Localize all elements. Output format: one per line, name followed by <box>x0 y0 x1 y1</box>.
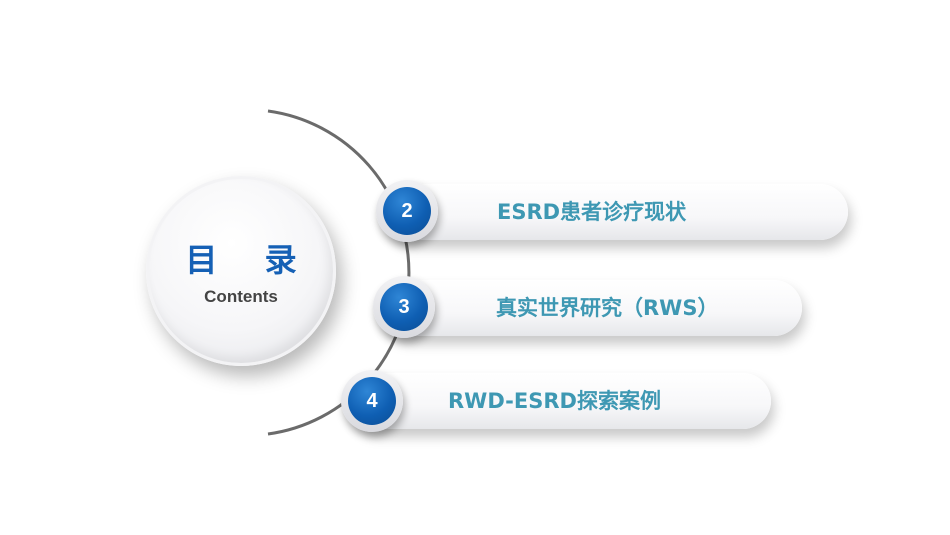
toc-item-label: RWD-ESRD探索案例 <box>448 389 661 413</box>
contents-circle: 目 录 Contents <box>146 176 336 366</box>
toc-item-label: 真实世界研究（RWS） <box>496 296 719 320</box>
number-text: 3 <box>380 283 428 331</box>
number-text: 2 <box>383 187 431 235</box>
toc-title: 目 录 <box>185 241 315 279</box>
toc-item-label: ESRD患者诊疗现状 <box>497 200 687 224</box>
toc-item-4[interactable]: RWD-ESRD探索案例 <box>348 373 771 429</box>
toc-item-3[interactable]: 真实世界研究（RWS） <box>380 280 802 336</box>
number-badge-3[interactable]: 3 <box>373 276 435 338</box>
number-badge-4[interactable]: 4 <box>341 370 403 432</box>
number-text: 4 <box>348 377 396 425</box>
toc-subtitle: Contents <box>204 287 278 306</box>
number-badge-2[interactable]: 2 <box>376 180 438 242</box>
toc-item-2[interactable]: ESRD患者诊疗现状 <box>383 184 848 240</box>
